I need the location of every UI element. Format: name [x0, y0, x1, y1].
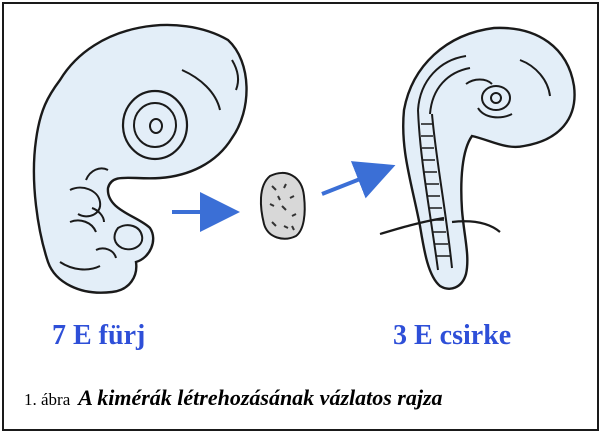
figure-caption: 1. ábra A kimérák létrehozásának vázlato… — [24, 385, 443, 411]
chick-embryo-drawing — [380, 28, 575, 289]
tissue-graft-drawing — [261, 173, 305, 239]
chick-label: 3 E csirke — [393, 322, 511, 350]
caption-prefix: 1. ábra — [24, 390, 70, 409]
arrow-right-icon — [322, 168, 388, 194]
quail-embryo-drawing — [34, 25, 247, 293]
caption-title: A kimérák létrehozásának vázlatos rajza — [78, 385, 442, 410]
quail-label: 7 E fürj — [52, 322, 145, 350]
